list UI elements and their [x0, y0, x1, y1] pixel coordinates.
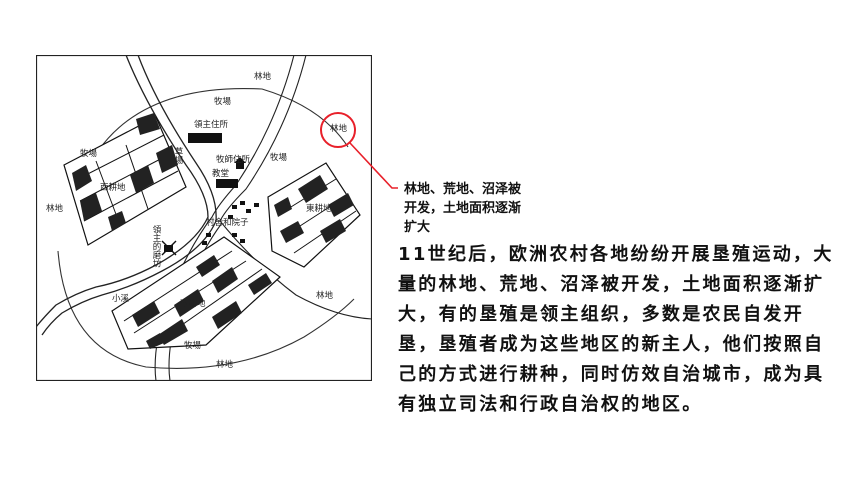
west-field-strips	[63, 113, 187, 246]
label-lord-residence: 領主住所	[194, 119, 229, 130]
label-forest-right: 林地	[316, 290, 334, 301]
label-forest-bottom: 林地	[216, 359, 234, 370]
east-field-strips	[267, 162, 361, 268]
village-houses	[202, 201, 259, 245]
label-lord-mill: 領主的磨坊	[151, 224, 161, 268]
church-building	[216, 179, 238, 188]
label-pasture-bottom: 牧場	[184, 340, 202, 351]
road-north-b	[219, 55, 307, 222]
callout-text: 林地、荒地、沼泽被开发，土地面积逐渐扩大	[404, 182, 522, 235]
label-forest-top: 林地	[254, 71, 272, 82]
south-field-strips	[111, 236, 281, 350]
label-meadow: 草場	[173, 146, 183, 165]
label-pasture-top: 牧場	[214, 96, 232, 107]
label-forest-left: 林地	[46, 203, 64, 214]
label-south-field: 南耕地	[180, 298, 206, 309]
road-north-a	[211, 55, 295, 218]
label-pasture-ne: 牧場	[270, 152, 288, 163]
stream-line-a	[36, 55, 209, 328]
lord-residence-building	[188, 133, 222, 143]
body-paragraph: 11世纪后，欧洲农村各地纷纷开展垦殖运动，大量的林地、荒地、沼泽被开发，土地面积…	[398, 244, 834, 415]
label-west-field: 西耕地	[100, 182, 126, 193]
priest-house-icon	[234, 157, 246, 169]
manor-map: 林地 牧場 領主住所 草場 牧師住所 教堂 牧場 西耕地 牧場 東耕地 林地 林…	[36, 55, 372, 381]
manor-map-drawing: 林地 牧場 領主住所 草場 牧師住所 教堂 牧場 西耕地 牧場 東耕地 林地 林…	[36, 55, 372, 381]
label-east-field: 東耕地	[306, 203, 332, 214]
mill-icon	[161, 240, 177, 256]
label-church: 教堂	[212, 168, 229, 179]
boundary-arc-bottom	[57, 250, 355, 369]
stream-line-b	[41, 55, 217, 336]
label-forest-circled: 林地	[330, 123, 348, 134]
road-east	[219, 220, 372, 320]
label-village: 村舍和院子	[206, 217, 249, 228]
label-pasture-nw: 牧場	[80, 148, 98, 159]
label-priest-residence: 牧師住所	[216, 154, 251, 165]
label-stream: 小溪	[112, 293, 130, 304]
